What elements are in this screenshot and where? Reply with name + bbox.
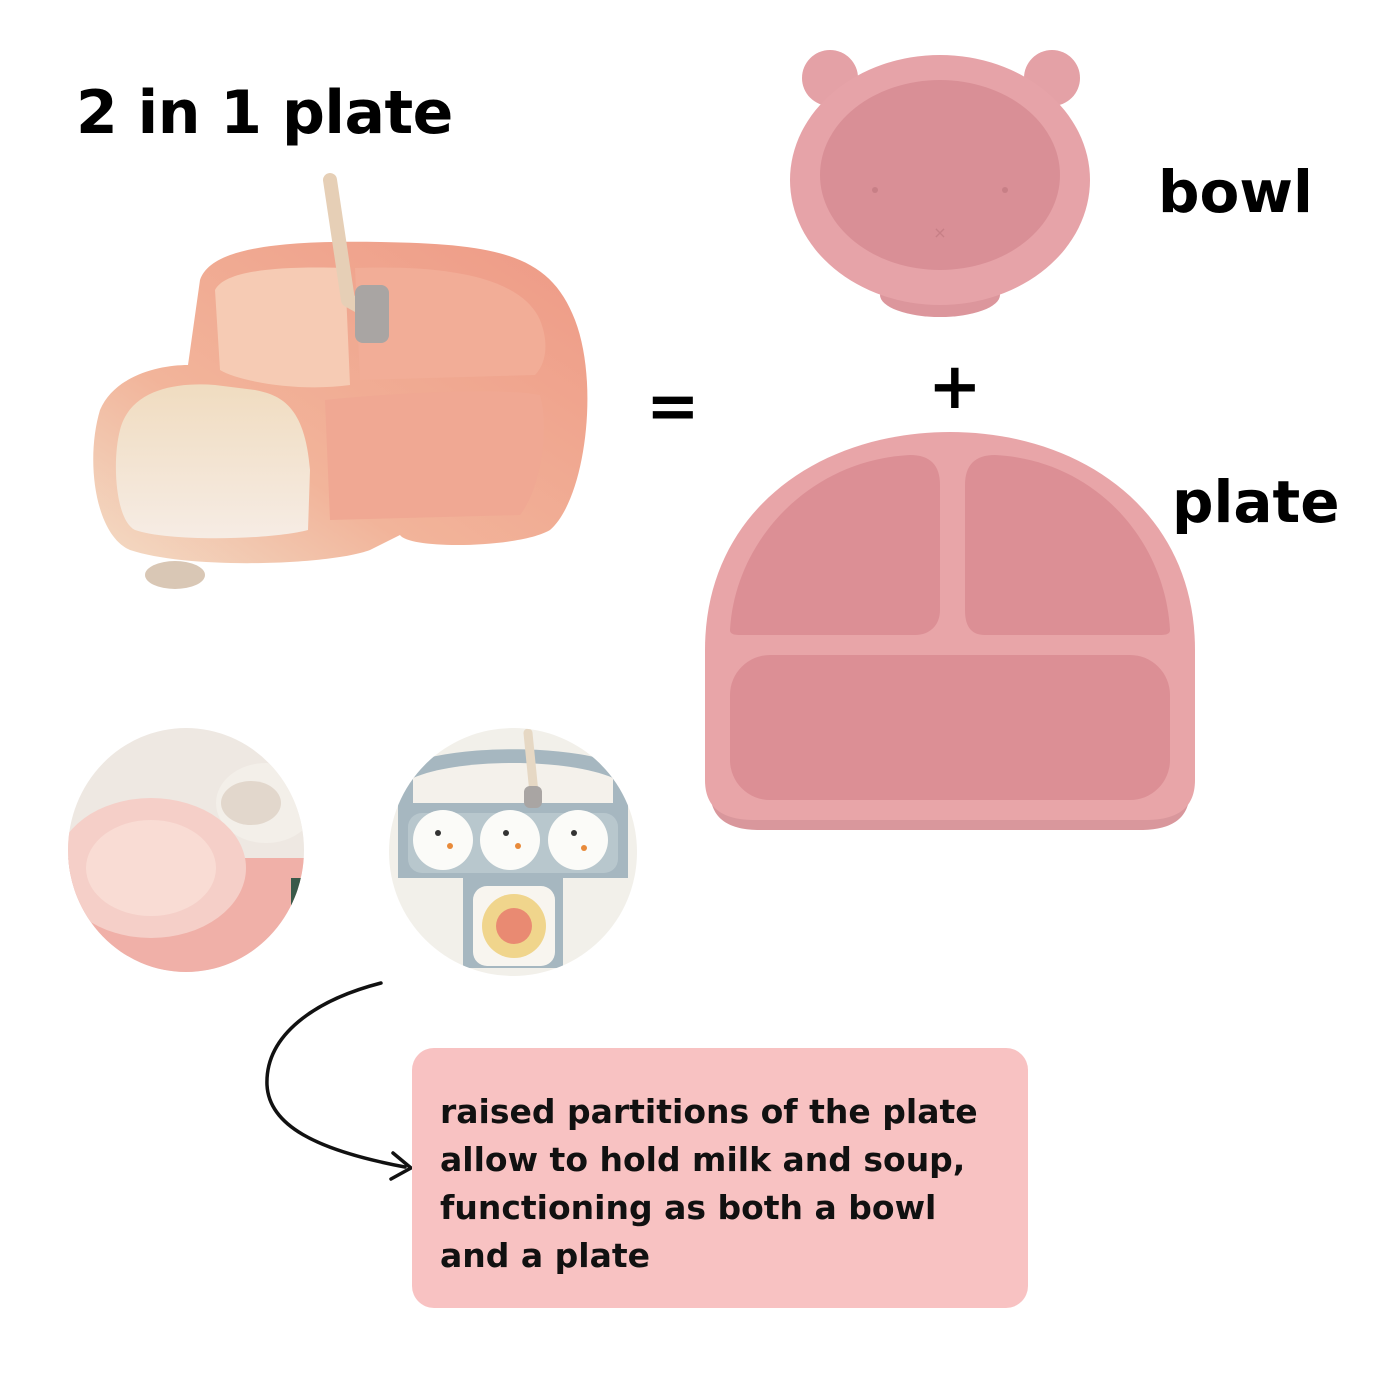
callout-line-2: allow to hold milk and soup, — [440, 1140, 966, 1179]
bear-bowl-image: × — [790, 50, 1090, 317]
bowl-label: bowl — [1158, 158, 1313, 226]
plate-compartment-bottom-right — [325, 391, 544, 520]
callout-line-1: raised partitions of the plate — [440, 1092, 978, 1131]
callout-box: raised partitions of the plate allow to … — [412, 1048, 1028, 1308]
page-title: 2 in 1 plate — [76, 78, 453, 148]
plate-compartment-left — [730, 455, 940, 635]
combined-plate-image — [93, 173, 588, 589]
plate-compartment-bottom-left — [115, 384, 310, 539]
plate-compartment-bottom — [730, 655, 1170, 800]
plus-sign: + — [928, 350, 982, 424]
straw-clip-icon — [355, 285, 389, 343]
callout-line-3: functioning as both a bowl — [440, 1188, 937, 1227]
callout-line-4: and a plate — [440, 1236, 650, 1275]
plate-compartment-top-right — [355, 267, 546, 380]
plate-compartment-top-left — [215, 267, 350, 388]
plate-label: plate — [1172, 468, 1340, 536]
curved-arrow-icon — [265, 981, 413, 1181]
food-plate-detail-image — [389, 728, 637, 976]
divided-plate-image — [705, 432, 1195, 830]
lid-detail-image — [68, 728, 304, 972]
svg-text:×: × — [933, 223, 946, 242]
plate-compartment-right — [965, 455, 1170, 635]
equals-sign: = — [646, 370, 700, 444]
